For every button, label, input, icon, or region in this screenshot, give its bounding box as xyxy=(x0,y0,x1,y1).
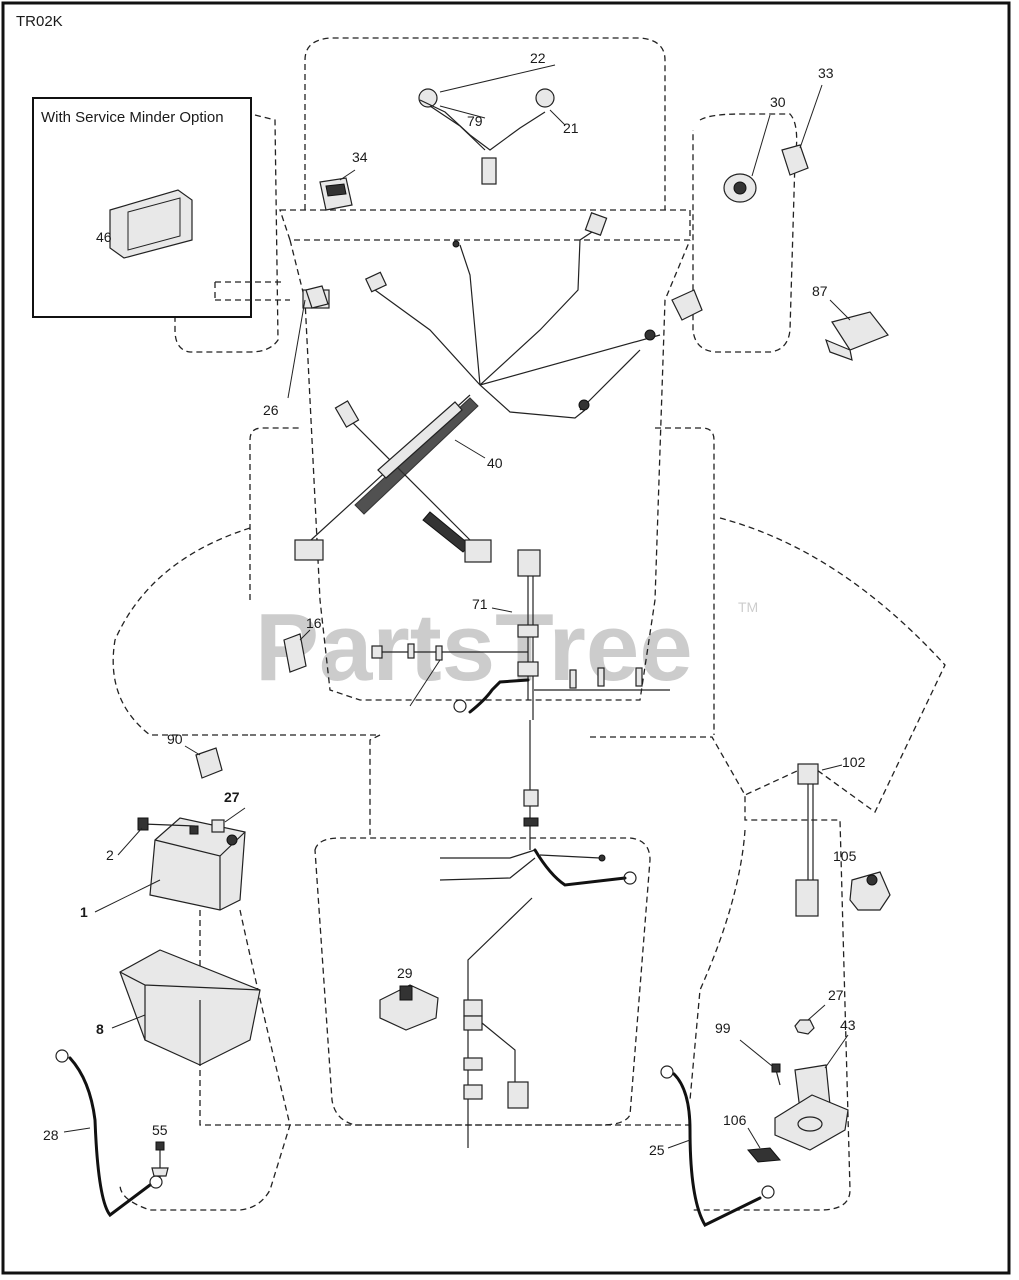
callout-30: 30 xyxy=(770,94,786,110)
clip-part-106 xyxy=(747,1127,781,1163)
callout-25: 25 xyxy=(649,1142,665,1158)
part-33 xyxy=(781,84,823,176)
callout-8: 8 xyxy=(96,1021,104,1037)
bolt-part-55 xyxy=(151,1141,169,1178)
screw-part-99 xyxy=(739,1039,781,1086)
harness-part-102 xyxy=(795,763,843,917)
switch-part-16 xyxy=(283,629,311,673)
lower-harness xyxy=(439,848,637,1148)
watermark: PartsTree TM xyxy=(255,594,758,701)
starter-solenoid-part-43 xyxy=(774,1034,849,1151)
tractor-outline xyxy=(112,37,946,1211)
callout-27-starter: 27 xyxy=(828,987,844,1003)
callout-26: 26 xyxy=(263,402,279,418)
callout-2: 2 xyxy=(106,847,114,863)
callout-1: 1 xyxy=(80,904,88,920)
main-harness xyxy=(294,212,703,563)
callout-28: 28 xyxy=(43,1127,59,1143)
callout-33: 33 xyxy=(818,65,834,81)
callout-99: 99 xyxy=(715,1020,731,1036)
relay-part-87 xyxy=(825,299,889,361)
battery-bolt-part-2 xyxy=(117,817,196,856)
callout-90: 90 xyxy=(167,731,183,747)
callout-40: 40 xyxy=(487,455,503,471)
battery-cable-part-28 xyxy=(55,1049,163,1218)
switch-part-34 xyxy=(319,169,356,211)
callout-55: 55 xyxy=(152,1122,168,1138)
service-minder-part xyxy=(109,189,193,259)
nut-part-27-starter xyxy=(794,1004,826,1035)
callout-79: 79 xyxy=(467,113,483,129)
callout-105: 105 xyxy=(833,848,857,864)
nut-part-27-battery xyxy=(211,807,246,833)
diagram-code: TR02K xyxy=(16,13,63,30)
callout-27-battery: 27 xyxy=(224,789,240,805)
callout-43: 43 xyxy=(840,1017,856,1033)
callout-21: 21 xyxy=(563,120,579,136)
callout-87: 87 xyxy=(812,283,828,299)
part-90 xyxy=(184,745,223,779)
seat-switch-part-29 xyxy=(379,984,439,1031)
battery-tray-part-8 xyxy=(111,949,261,1066)
callout-71: 71 xyxy=(472,596,488,612)
headlight-harness xyxy=(418,64,566,185)
callout-16: 16 xyxy=(306,615,322,631)
callout-34: 34 xyxy=(352,149,368,165)
fuse-holder-part-26 xyxy=(287,285,329,399)
callout-29: 29 xyxy=(397,965,413,981)
ignition-switch-part-30 xyxy=(723,114,771,203)
watermark-name: PartsTree xyxy=(255,594,693,701)
battery-cable-part-25 xyxy=(660,1065,775,1227)
battery-part-1 xyxy=(94,817,246,913)
callout-22: 22 xyxy=(530,50,546,66)
callout-106: 106 xyxy=(723,1112,747,1128)
option-box-title: With Service Minder Option xyxy=(41,109,224,126)
solenoid-part-105 xyxy=(849,871,891,911)
watermark-trademark: TM xyxy=(738,599,758,615)
callout-46: 46 xyxy=(96,229,112,245)
callout-102: 102 xyxy=(842,754,866,770)
center-harness-part-71 xyxy=(371,549,670,850)
